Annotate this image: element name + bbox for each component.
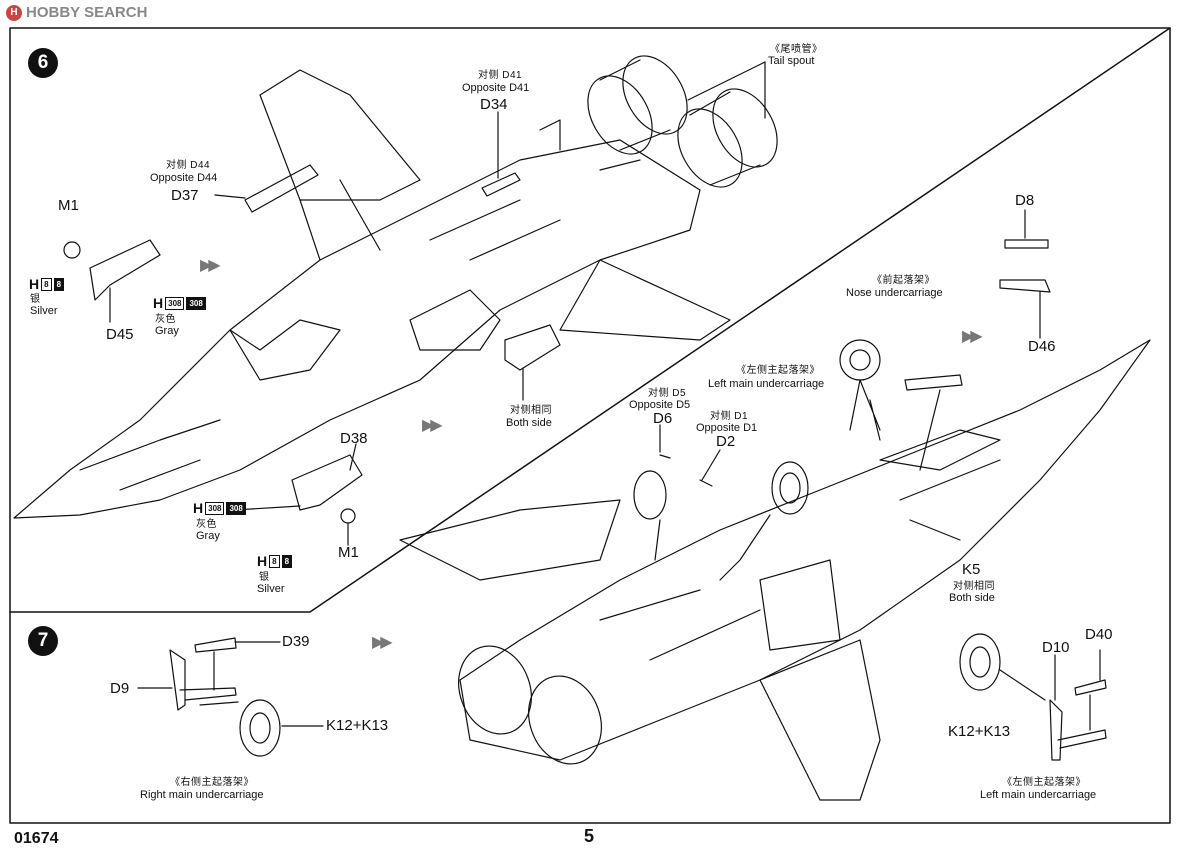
watermark-text: HOBBY SEARCH xyxy=(26,4,148,21)
part-label-d45: D45 xyxy=(106,326,134,343)
paint-code-gray-top: H 308 308 xyxy=(153,295,206,311)
left-gear-cn: 《左侧主起落架》 xyxy=(1002,777,1086,788)
direction-arrow-icon: ▶▶ xyxy=(372,634,393,651)
paint-name-cn: 银 xyxy=(30,294,41,305)
paint-brand-letter: H xyxy=(29,276,40,292)
part-label-d46: D46 xyxy=(1028,338,1056,355)
paint-name-en: Silver xyxy=(30,305,58,317)
paint-code-box: 8 xyxy=(269,554,280,568)
paint-brand-letter: H xyxy=(257,553,268,569)
part-note-cn-d34: 对侧 D41 xyxy=(478,70,523,81)
paint-code-gray-bottom: H 308 308 xyxy=(193,500,246,516)
paint-code-box: 8 xyxy=(53,277,65,291)
part-note-en-d6: Opposite D5 xyxy=(629,399,691,411)
tail-spout-cn: 《尾喷管》 xyxy=(770,44,823,55)
left-main-gear-en: Left main undercarriage xyxy=(708,378,825,390)
part-label-d34: D34 xyxy=(480,96,508,113)
step-6-marker: 6 xyxy=(28,48,58,78)
part-note-en-d34: Opposite D41 xyxy=(462,82,530,94)
tail-spout-parts xyxy=(587,55,778,188)
step7-right-gear xyxy=(137,637,324,757)
both-side-cn: 对侧相同 xyxy=(510,405,552,416)
gear-parts-step6 xyxy=(633,339,963,581)
tail-spout-en: Tail spout xyxy=(768,55,815,67)
both-side-cn: 对侧相同 xyxy=(953,581,995,592)
paint-code-box: 8 xyxy=(281,554,293,568)
paint-name-en: Gray xyxy=(196,530,220,542)
paint-name-en: Gray xyxy=(155,325,179,337)
direction-arrow-icon: ▶▶ xyxy=(962,328,983,345)
paint-name-cn: 灰色 xyxy=(155,314,176,325)
part-label-m1-top: M1 xyxy=(58,197,79,214)
paint-name-cn: 银 xyxy=(259,572,270,583)
paint-name-cn: 灰色 xyxy=(196,519,217,530)
paint-code-box: 308 xyxy=(165,296,185,310)
left-gear-en: Left main undercarriage xyxy=(980,789,1097,801)
paint-code-silver-top: H 8 8 xyxy=(29,276,65,292)
paint-code-box: 308 xyxy=(186,296,206,310)
part-label-d2: D2 xyxy=(716,433,736,450)
part-note-cn-d2: 对侧 D1 xyxy=(710,411,749,422)
paint-brand-letter: H xyxy=(193,500,204,516)
part-label-d6: D6 xyxy=(653,410,673,427)
lower-jet-drawing xyxy=(399,339,1151,801)
paint-name-en: Silver xyxy=(257,583,285,595)
hobby-search-logo-icon: H xyxy=(6,4,22,21)
right-gear-en: Right main undercarriage xyxy=(140,789,264,801)
direction-arrow-icon: ▶▶ xyxy=(422,417,443,434)
both-side-en: Both side xyxy=(506,417,552,429)
part-label-k12-right: K12+K13 xyxy=(948,723,1011,740)
part-label-m1-bottom: M1 xyxy=(338,544,359,561)
paint-code-box: 8 xyxy=(41,277,52,291)
part-label-d40: D40 xyxy=(1085,626,1113,643)
part-label-d38: D38 xyxy=(340,430,368,447)
panel-divider xyxy=(9,27,1171,613)
part-label-d37: D37 xyxy=(171,187,199,204)
nose-gear-cn: 《前起落架》 xyxy=(872,275,935,286)
left-main-gear-cn: 《左侧主起落架》 xyxy=(736,365,820,376)
part-note-cn-d6: 对侧 D5 xyxy=(648,388,687,399)
step-7-marker: 7 xyxy=(28,626,58,656)
part-label-k12-left: K12+K13 xyxy=(326,717,389,734)
part-label-d39: D39 xyxy=(282,633,310,650)
direction-arrow-icon: ▶▶ xyxy=(200,257,221,274)
paint-code-silver-bottom: H 8 8 xyxy=(257,553,293,569)
part-label-d9: D9 xyxy=(110,680,130,697)
part-note-en-d2: Opposite D1 xyxy=(696,422,758,434)
upper-jet-drawing xyxy=(13,69,731,519)
step6-small-parts xyxy=(63,111,1051,546)
step7-left-gear xyxy=(959,633,1107,761)
hobby-search-watermark: H HOBBY SEARCH xyxy=(6,4,147,21)
page-frame xyxy=(9,27,1171,824)
part-label-k5: K5 xyxy=(962,561,981,578)
part-label-d8: D8 xyxy=(1015,192,1035,209)
page-number: 5 xyxy=(584,826,595,846)
paint-code-box: 308 xyxy=(226,501,246,515)
paint-brand-letter: H xyxy=(153,295,164,311)
nose-gear-en: Nose undercarriage xyxy=(846,287,943,299)
both-side-en: Both side xyxy=(949,592,995,604)
part-label-d10: D10 xyxy=(1042,639,1070,656)
kit-number: 01674 xyxy=(14,830,59,847)
paint-code-box: 308 xyxy=(205,501,225,515)
right-gear-cn: 《右侧主起落架》 xyxy=(170,777,254,788)
part-note-cn-d37: 对侧 D44 xyxy=(166,160,211,171)
part-note-en-d37: Opposite D44 xyxy=(150,172,218,184)
